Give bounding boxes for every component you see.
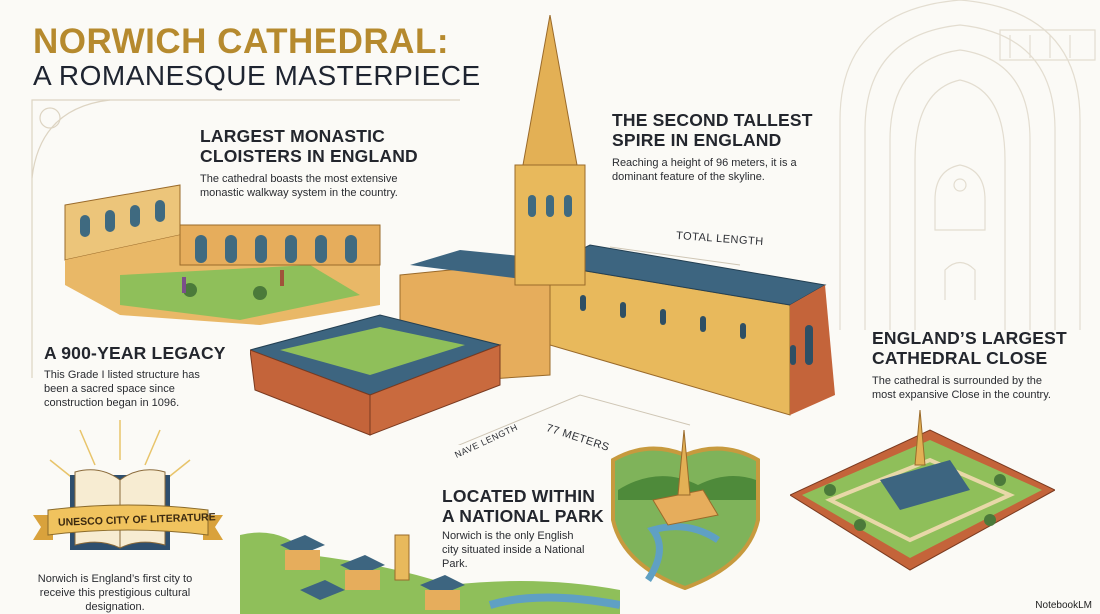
close-section: ENGLAND’S LARGEST CATHEDRAL CLOSE The ca… bbox=[872, 328, 1092, 402]
cloisters-heading-line1: LARGEST MONASTIC bbox=[200, 126, 386, 146]
town-illustration bbox=[240, 532, 620, 614]
notebooklm-watermark: NotebookLM bbox=[1035, 600, 1092, 611]
park-heading-line1: LOCATED WITHIN bbox=[442, 486, 596, 506]
page-subtitle: A ROMANESQUE MASTERPIECE bbox=[33, 60, 481, 91]
legacy-heading: A 900-YEAR LEGACY bbox=[44, 343, 226, 363]
gothic-arch-line-art bbox=[839, 0, 1096, 330]
cathedral-close-map bbox=[790, 410, 1055, 571]
legacy-body: This Grade I listed structure has been a… bbox=[44, 369, 200, 409]
ribbon-banner bbox=[33, 504, 223, 540]
cathedral-illustration bbox=[250, 15, 835, 445]
close-heading-line2: CATHEDRAL CLOSE bbox=[872, 348, 1048, 368]
park-body: Norwich is the only English city situate… bbox=[442, 530, 585, 570]
cloisters-section: LARGEST MONASTIC CLOISTERS IN ENGLAND Th… bbox=[200, 126, 460, 200]
park-heading-line2: A NATIONAL PARK bbox=[442, 506, 604, 526]
cloister-walkway-illustration bbox=[64, 184, 381, 325]
cloisters-body: The cathedral boasts the most extensive … bbox=[200, 173, 398, 199]
park-section: LOCATED WITHIN A NATIONAL PARK Norwich i… bbox=[442, 486, 622, 571]
close-body: The cathedral is surrounded by the most … bbox=[872, 375, 1051, 401]
decorative-frame bbox=[31, 99, 460, 378]
spire-heading-line2: SPIRE IN ENGLAND bbox=[612, 130, 782, 150]
unesco-body: Norwich is England’s first city to recei… bbox=[37, 573, 193, 613]
spire-heading-line1: THE SECOND TALLEST bbox=[612, 110, 813, 130]
cloisters-heading-line2: CLOISTERS IN ENGLAND bbox=[200, 146, 418, 166]
legacy-section: A 900-YEAR LEGACY This Grade I listed st… bbox=[44, 343, 244, 410]
close-heading-line1: ENGLAND’S LARGEST bbox=[872, 328, 1067, 348]
page-title: NORWICH CATHEDRAL: bbox=[33, 22, 449, 61]
spire-body: Reaching a height of 96 meters, it is a … bbox=[612, 157, 797, 183]
national-park-shield bbox=[611, 430, 760, 590]
spire-section: THE SECOND TALLEST SPIRE IN ENGLAND Reac… bbox=[612, 110, 842, 184]
